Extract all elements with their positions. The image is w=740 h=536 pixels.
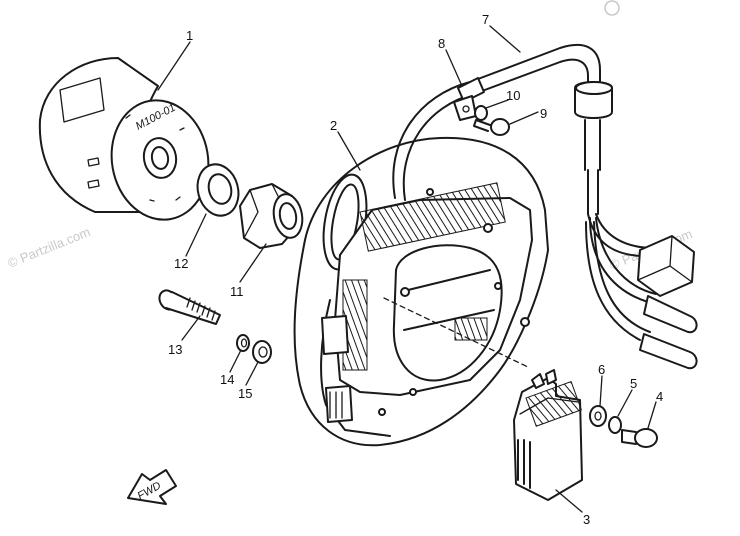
bolt bbox=[158, 289, 221, 325]
pulser-spring-washer bbox=[608, 416, 622, 434]
callout-11: 11 bbox=[230, 284, 244, 299]
clamp-screw bbox=[473, 118, 510, 136]
plain-washer bbox=[252, 340, 272, 364]
callout-7: 7 bbox=[482, 12, 489, 27]
callout-14: 14 bbox=[220, 372, 234, 387]
pulser-screw bbox=[621, 428, 658, 448]
callout-13: 13 bbox=[168, 342, 182, 357]
callout-6: 6 bbox=[598, 362, 605, 377]
callout-15: 15 bbox=[238, 386, 252, 401]
washer bbox=[196, 163, 240, 217]
watermark-left: © Partzilla.com bbox=[6, 224, 93, 271]
callout-1: 1 bbox=[186, 28, 193, 43]
callout-3: 3 bbox=[583, 512, 590, 527]
callout-2: 2 bbox=[330, 118, 337, 133]
callout-5: 5 bbox=[630, 376, 637, 391]
flywheel-rotor: M100-01 bbox=[38, 57, 210, 221]
callout-10: 10 bbox=[506, 88, 520, 103]
callout-8: 8 bbox=[438, 36, 445, 51]
stator-assembly bbox=[293, 136, 549, 447]
pulser-unit bbox=[513, 369, 583, 501]
leader-lines bbox=[157, 25, 657, 513]
callout-labels: 1 2 3 4 5 6 7 8 9 10 11 12 13 14 15 bbox=[168, 12, 663, 527]
pulser-washer bbox=[589, 405, 607, 427]
callout-4: 4 bbox=[656, 389, 663, 404]
forward-arrow-icon: FWD bbox=[127, 469, 177, 505]
callout-12: 12 bbox=[174, 256, 188, 271]
callout-9: 9 bbox=[540, 106, 547, 121]
spring-washer bbox=[236, 334, 250, 352]
wire-harness bbox=[392, 44, 698, 370]
copyright-icon bbox=[604, 0, 620, 16]
clamp-washer bbox=[474, 105, 488, 121]
nut bbox=[239, 183, 304, 249]
